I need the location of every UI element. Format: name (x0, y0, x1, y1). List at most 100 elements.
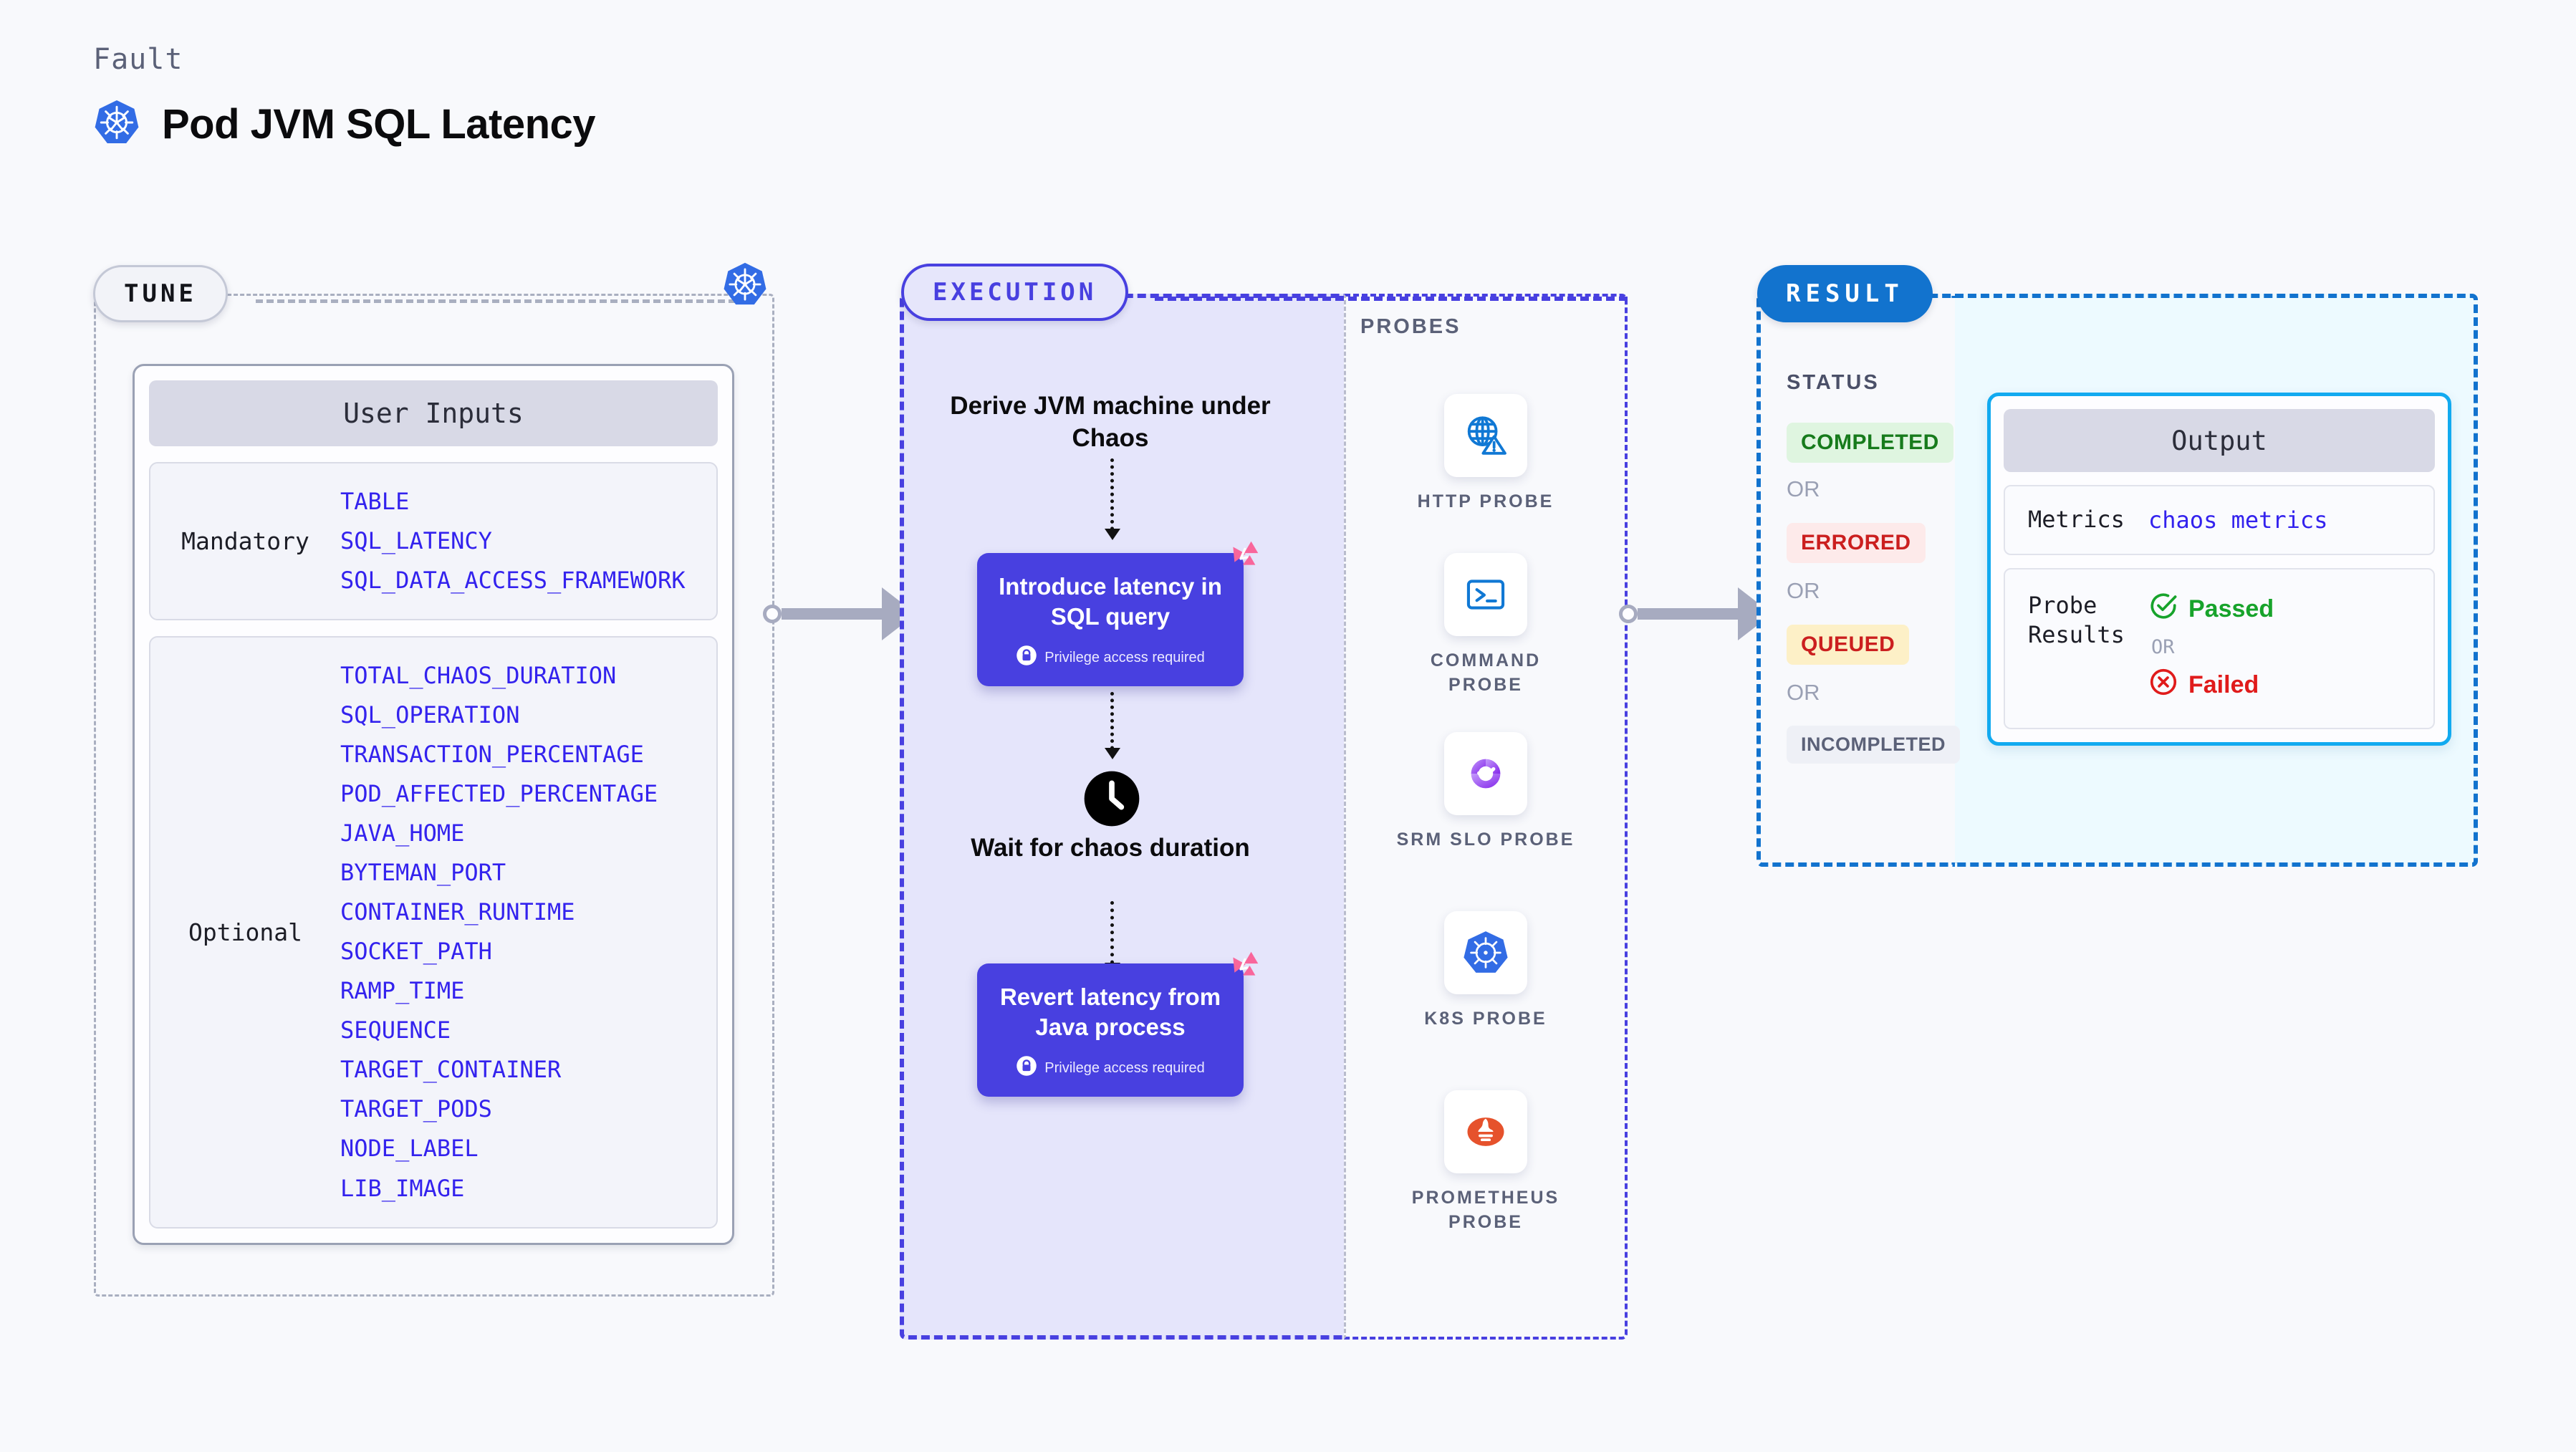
list-item[interactable]: SQL_LATENCY (340, 527, 492, 555)
probes-section-label: PROBES (1360, 315, 1461, 338)
tune-pill[interactable]: TUNE (93, 265, 228, 322)
lock-icon (1016, 1055, 1037, 1081)
list-item[interactable]: TARGET_PODS (340, 1095, 492, 1123)
page-header: Fault (93, 43, 596, 150)
srm-slo-icon (1444, 732, 1527, 815)
globe-warning-icon (1444, 394, 1527, 477)
mandatory-param-list: TABLE SQL_LATENCY SQL_DATA_ACCESS_FRAMEW… (340, 482, 716, 600)
probe-item-command[interactable]: COMMAND PROBE (1396, 553, 1575, 698)
failed-label: Failed (2188, 670, 2259, 698)
probe-item-http[interactable]: HTTP PROBE (1396, 394, 1575, 514)
mandatory-label: Mandatory (181, 527, 309, 556)
list-item[interactable]: SQL_DATA_ACCESS_FRAMEWORK (340, 567, 686, 595)
list-item[interactable]: BYTEMAN_PORT (340, 859, 506, 887)
list-item[interactable]: POD_AFFECTED_PERCENTAGE (340, 780, 658, 808)
metrics-value-wrap: chaos metrics (2148, 506, 2433, 534)
chaos-metrics-link[interactable]: chaos metrics (2148, 506, 2328, 534)
list-item[interactable]: TARGET_CONTAINER (340, 1056, 562, 1084)
or-label-2: OR (1787, 578, 1820, 603)
connector-start-dot (1619, 605, 1638, 623)
tune-region (94, 294, 774, 1297)
result-pill[interactable]: RESULT (1757, 265, 1933, 322)
mandatory-params-block: Mandatory TABLE SQL_LATENCY SQL_DATA_ACC… (149, 462, 718, 621)
output-metrics-row: Metrics chaos metrics (2004, 485, 2435, 555)
kubernetes-icon (722, 261, 768, 311)
passed-label: Passed (2188, 595, 2274, 622)
list-item[interactable]: TRANSACTION_PERCENTAGE (340, 741, 644, 769)
user-inputs-card: User Inputs Mandatory TABLE SQL_LATENCY … (133, 364, 734, 1245)
probe-label: COMMAND PROBE (1430, 650, 1542, 695)
arrow-introduce-to-wait (1105, 692, 1120, 759)
output-or-label: OR (2151, 635, 2175, 658)
list-item[interactable]: NODE_LABEL (340, 1135, 479, 1163)
probe-label: K8S PROBE (1424, 1009, 1547, 1029)
result-status-region (1756, 294, 1957, 867)
optional-param-list: TOTAL_CHAOS_DURATION SQL_OPERATION TRANS… (340, 656, 716, 1208)
output-card: Output Metrics chaos metrics Probe Resul… (1987, 393, 2451, 746)
or-label-3: OR (1787, 680, 1820, 705)
x-circle-icon (2148, 667, 2178, 703)
action-card-introduce-latency[interactable]: Introduce latency in SQL query Privilege… (977, 541, 1259, 687)
list-item[interactable]: SQL_OPERATION (340, 701, 520, 729)
prometheus-icon (1444, 1090, 1527, 1173)
privilege-note-row: Privilege access required (984, 645, 1236, 670)
probe-label: SRM SLO PROBE (1396, 830, 1575, 850)
list-item[interactable]: TABLE (340, 488, 410, 515)
privilege-note-text: Privilege access required (1044, 1059, 1205, 1076)
list-item[interactable]: RAMP_TIME (340, 977, 465, 1005)
probe-item-k8s[interactable]: K8S PROBE (1396, 911, 1575, 1032)
output-title: Output (2004, 409, 2435, 472)
probe-result-passed: Passed (2148, 591, 2433, 628)
clock-icon (1083, 770, 1140, 831)
litmus-icon (1219, 534, 1264, 582)
list-item[interactable]: LIB_IMAGE (340, 1174, 465, 1202)
probe-label: HTTP PROBE (1417, 491, 1554, 511)
probe-item-srm-slo[interactable]: SRM SLO PROBE (1396, 732, 1575, 852)
probe-results-values: Passed OR Failed (2148, 591, 2433, 703)
connector-start-dot (763, 605, 782, 623)
arrow-derive-to-introduce (1105, 458, 1120, 540)
tune-dashed-connector (256, 299, 736, 303)
page-title: Pod JVM SQL Latency (162, 101, 596, 148)
execution-dashed-connector (1155, 297, 1628, 301)
status-section-label: STATUS (1787, 371, 1880, 394)
probe-result-failed: Failed (2148, 667, 2433, 703)
probe-label: PROMETHEUS PROBE (1411, 1188, 1560, 1232)
connector-line (782, 608, 882, 620)
optional-label: Optional (188, 918, 302, 946)
metrics-label: Metrics (2028, 506, 2125, 533)
action-card-revert-latency[interactable]: Revert latency from Java process Privile… (977, 951, 1259, 1097)
execution-pill[interactable]: EXECUTION (901, 264, 1129, 321)
or-label-1: OR (1787, 476, 1820, 501)
derive-jvm-step-text: Derive JVM machine under Chaos (950, 392, 1271, 452)
status-badge-queued: QUEUED (1787, 625, 1910, 665)
connector-line (1638, 608, 1738, 620)
action-card-title: Revert latency from Java process (999, 984, 1221, 1041)
list-item[interactable]: TOTAL_CHAOS_DURATION (340, 662, 617, 690)
probe-item-prometheus[interactable]: PROMETHEUS PROBE (1396, 1090, 1575, 1235)
wait-for-chaos-step-text: Wait for chaos duration (971, 834, 1250, 862)
list-item[interactable]: SOCKET_PATH (340, 938, 492, 966)
user-inputs-title: User Inputs (149, 380, 718, 446)
kubernetes-icon (93, 99, 140, 150)
status-badge-errored: ERRORED (1787, 523, 1926, 563)
terminal-icon (1444, 553, 1527, 636)
list-item[interactable]: SEQUENCE (340, 1016, 451, 1044)
status-badge-incompleted: INCOMPLETED (1787, 726, 1961, 764)
list-item[interactable]: CONTAINER_RUNTIME (340, 898, 575, 926)
litmus-icon (1219, 945, 1264, 993)
optional-params-block: Optional TOTAL_CHAOS_DURATION SQL_OPERAT… (149, 636, 718, 1229)
status-badge-completed: COMPLETED (1787, 423, 1953, 463)
privilege-note-row: Privilege access required (984, 1055, 1236, 1081)
fault-eyebrow-label: Fault (93, 43, 183, 76)
lock-icon (1016, 645, 1037, 670)
action-card-title: Introduce latency in SQL query (999, 573, 1222, 630)
check-circle-icon (2148, 591, 2178, 628)
probe-results-label: Probe Results (2028, 591, 2125, 649)
kubernetes-icon (1444, 911, 1527, 994)
list-item[interactable]: JAVA_HOME (340, 819, 465, 847)
title-row: Pod JVM SQL Latency (93, 99, 596, 150)
output-probe-results-row: Probe Results Passed OR (2004, 567, 2435, 729)
arrow-wait-to-revert (1105, 901, 1120, 974)
privilege-note-text: Privilege access required (1044, 649, 1205, 665)
